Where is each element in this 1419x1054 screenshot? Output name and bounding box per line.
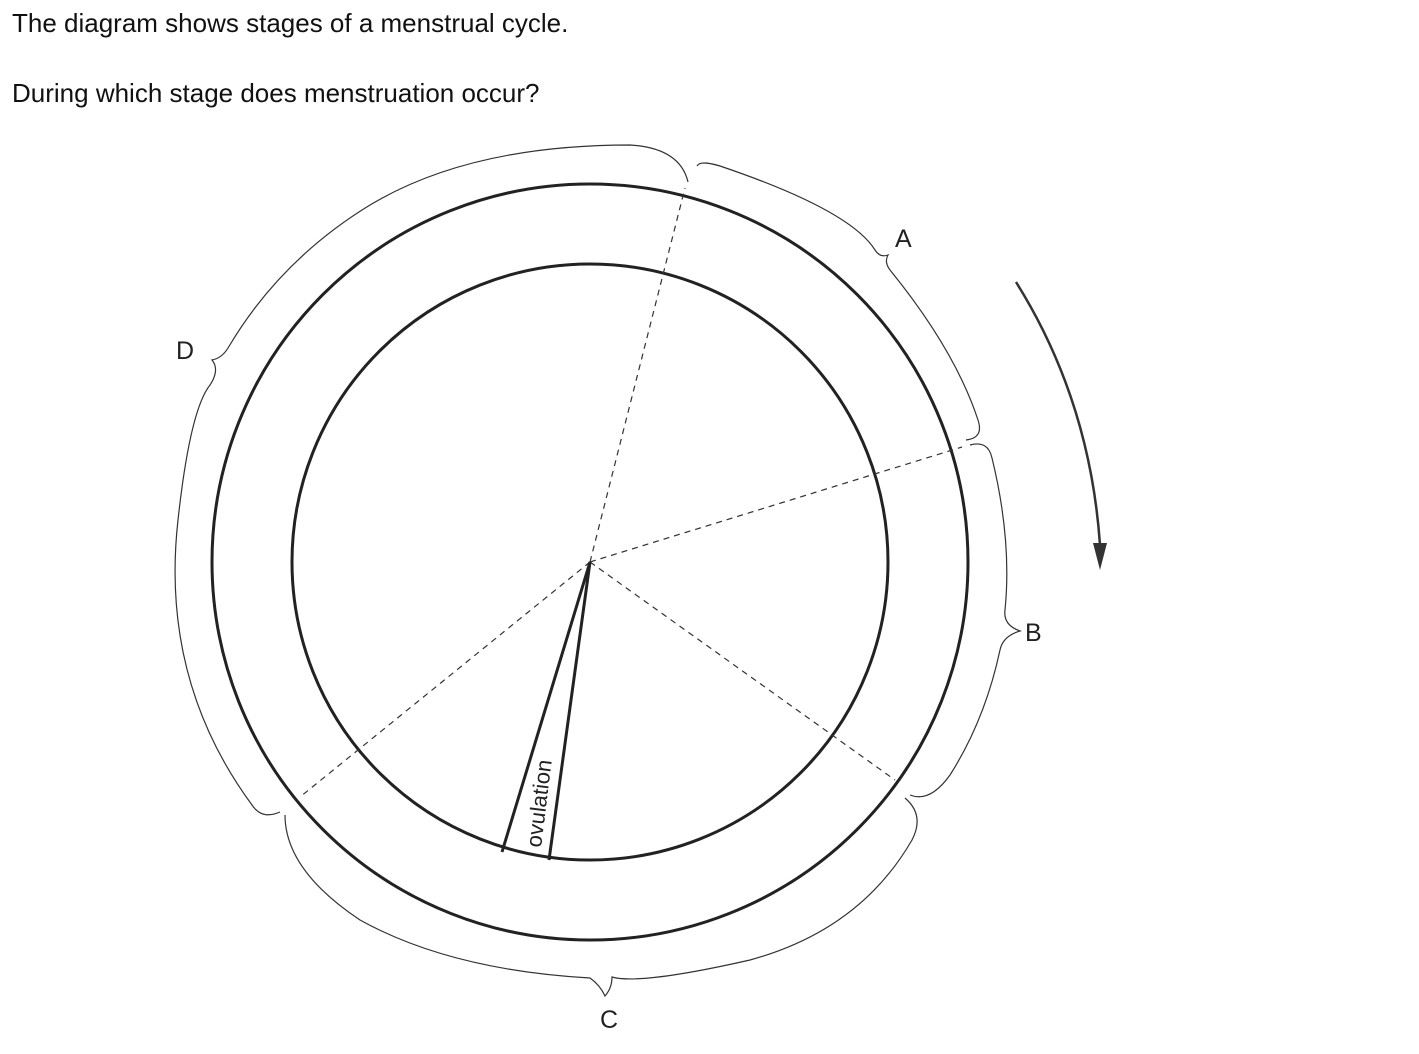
- divider-a-b: [589, 446, 963, 563]
- bracket-b: [909, 443, 1022, 798]
- bracket-c: [284, 797, 918, 998]
- ovulation-wedge: [500, 561, 592, 861]
- divider-a-d: [589, 187, 686, 563]
- direction-arrow: [1014, 281, 1107, 570]
- arrow-head: [1093, 543, 1107, 570]
- stage-label-b: B: [1025, 619, 1042, 647]
- inner-circle: [290, 262, 890, 862]
- outer-ring: [210, 182, 970, 942]
- stage-brackets: [174, 144, 1022, 998]
- arrow-shaft: [1014, 281, 1102, 546]
- divider-c-d: [299, 561, 591, 798]
- question-prompt: During which stage does menstruation occ…: [12, 78, 540, 108]
- question-intro: The diagram shows stages of a menstrual …: [12, 8, 569, 38]
- stage-label-c: C: [600, 1006, 618, 1034]
- bracket-a: [696, 162, 981, 441]
- bracket-d: [174, 144, 689, 816]
- stage-label-d: D: [176, 337, 194, 365]
- stage-dividers: [299, 187, 963, 798]
- divider-b-c: [589, 561, 896, 781]
- stage-label-a: A: [895, 225, 912, 253]
